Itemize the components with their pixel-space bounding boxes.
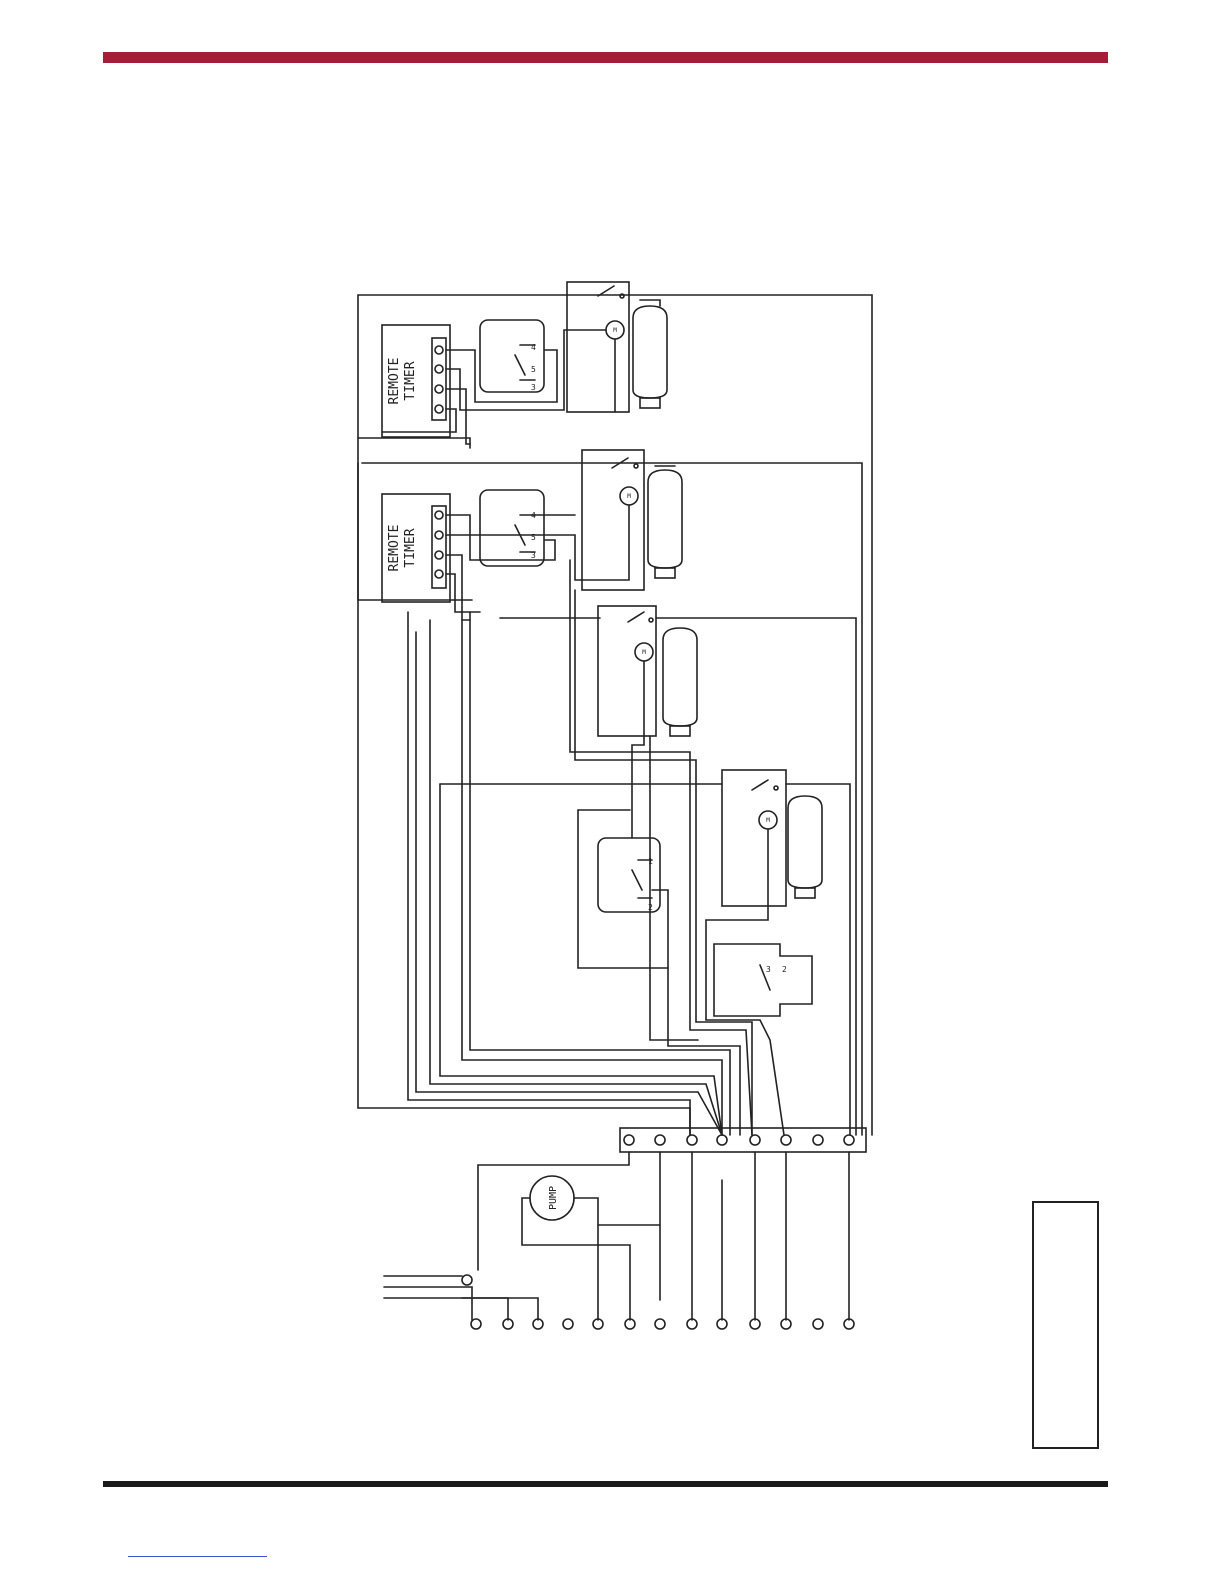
relay-mark-1: 4: [531, 343, 536, 352]
field-terminal-row: [471, 1319, 854, 1329]
frame-bottom-wire: [358, 1108, 690, 1135]
motor-2-mark: M: [627, 493, 631, 500]
switch-mark-1: 1: [648, 857, 653, 866]
switch-mark-4: 2: [782, 965, 787, 974]
switch-mark-2: 2: [648, 903, 653, 912]
footer-rule: [103, 1481, 1108, 1487]
motor-3-mark: M: [642, 649, 646, 656]
switch-mark-3: 3: [766, 965, 771, 974]
side-index-tab: [1032, 1201, 1099, 1449]
outer-wire-frame: [358, 295, 872, 1135]
remote-timer-lower-label-line1: REMOTE: [387, 525, 402, 572]
terminal-block-screws: [624, 1135, 854, 1145]
motor-1-mark: M: [613, 327, 617, 334]
supply-line-3: [384, 1298, 508, 1320]
relay-mark-3: 3: [531, 383, 536, 392]
relay-unit-3: [598, 606, 656, 736]
selector-switch-upper: [480, 320, 544, 392]
relay-unit-2: [582, 450, 644, 590]
frame-top-return-wire: [358, 438, 470, 448]
terminal-block: [620, 1128, 866, 1152]
relay-unit-1: [567, 282, 629, 412]
supply-junction: [462, 1275, 472, 1285]
relay-mark-4: 4: [531, 511, 536, 520]
remote-timer-upper-terminal-strip: [432, 338, 446, 420]
heater-element-4: [788, 796, 822, 888]
pump-label: PUMP: [548, 1186, 559, 1210]
heater-element-1: [633, 306, 667, 398]
remote-timer-lower-terminals: [435, 511, 443, 578]
footer-link-underline[interactable]: [128, 1556, 267, 1557]
relay-mark-2: 5: [531, 365, 536, 374]
remote-timer-upper-label-line2: TIMER: [403, 361, 418, 400]
heater-element-3: [663, 628, 697, 726]
heater-element-2: [648, 470, 682, 568]
relay-mark-6: 3: [531, 551, 536, 560]
supply-line-2: [384, 1287, 472, 1320]
relay-mark-5: 5: [531, 533, 536, 542]
thermostat-switch: [714, 944, 812, 1016]
motor-4-mark: M: [766, 817, 770, 824]
remote-timer-upper-label-line1: REMOTE: [387, 358, 402, 405]
remote-timer-upper-terminals: [435, 346, 443, 413]
remote-timer-lower-label-line2: TIMER: [403, 528, 418, 567]
